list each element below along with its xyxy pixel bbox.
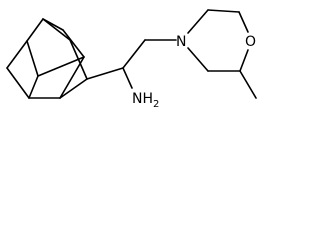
bond — [59, 56, 85, 99]
skeletal-structure: N O NH2 — [6, 9, 257, 110]
bond — [37, 56, 85, 77]
bond — [26, 18, 44, 42]
bond — [26, 40, 39, 77]
molecule-canvas: N O NH2 — [0, 0, 272, 118]
bond — [42, 18, 71, 41]
bond — [239, 49, 249, 72]
bond — [238, 11, 249, 33]
adamantane-cage — [6, 18, 88, 99]
amine-label: NH — [132, 91, 153, 107]
oxygen-atom-label: O — [245, 34, 256, 50]
bond — [122, 67, 133, 89]
bond — [239, 70, 257, 99]
bond — [6, 40, 28, 69]
bond — [59, 78, 88, 99]
amine-subscript: 2 — [153, 99, 159, 110]
bond — [207, 9, 240, 13]
bond — [6, 67, 30, 99]
bond — [122, 39, 146, 69]
bond — [187, 47, 209, 72]
bond — [86, 67, 124, 80]
bond — [62, 29, 85, 58]
morpholine-ring — [187, 9, 257, 99]
ethyl-linker — [86, 39, 177, 89]
bond — [187, 9, 209, 34]
bond — [28, 75, 39, 99]
amine-group-label: NH2 — [132, 91, 159, 110]
nitrogen-atom-label: N — [176, 34, 186, 50]
